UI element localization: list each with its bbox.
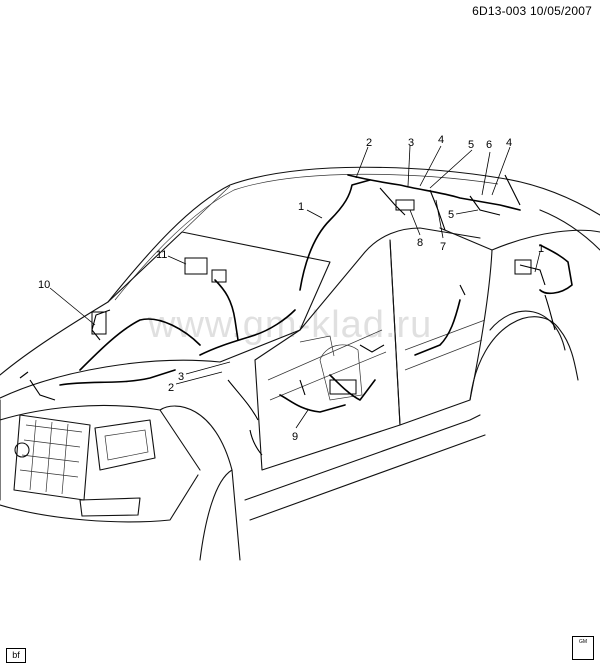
callout-5-rear: 5	[448, 209, 454, 221]
callout-6: 6	[486, 139, 492, 151]
gm-logo-icon: GM	[572, 636, 594, 660]
corner-label: bf	[6, 648, 26, 663]
callout-4-roof: 4	[438, 134, 444, 146]
callout-1-rear: 1	[538, 243, 544, 255]
callout-11: 11	[156, 249, 167, 261]
diagram-date: 10/05/2007	[529, 4, 592, 18]
callout-7: 7	[440, 241, 446, 253]
watermark-text: www.gm-klad.ru	[147, 304, 432, 346]
callout-8: 8	[417, 237, 423, 249]
callout-1-roof: 1	[298, 201, 304, 213]
diagram-header: 6D13-003 10/05/2007	[472, 4, 592, 18]
callout-10: 10	[38, 279, 50, 291]
callout-2-roof: 2	[366, 137, 372, 149]
diagram-code: 6D13-003	[472, 4, 527, 18]
callout-labels: 1 1 2 2 3 3 4 4 5 5 6 7 8 9 10 11	[38, 134, 544, 443]
logo-text: GM	[578, 639, 588, 645]
callout-3-dash: 3	[178, 371, 184, 383]
callout-9: 9	[292, 431, 298, 443]
callout-5-roof: 5	[468, 139, 474, 151]
callout-3-roof: 3	[408, 137, 414, 149]
leader-lines	[49, 145, 541, 429]
wire-harnesses	[19, 174, 573, 456]
car-body-outline	[0, 166, 600, 561]
callout-4-rear: 4	[506, 137, 512, 149]
callout-2-dash: 2	[168, 382, 174, 394]
